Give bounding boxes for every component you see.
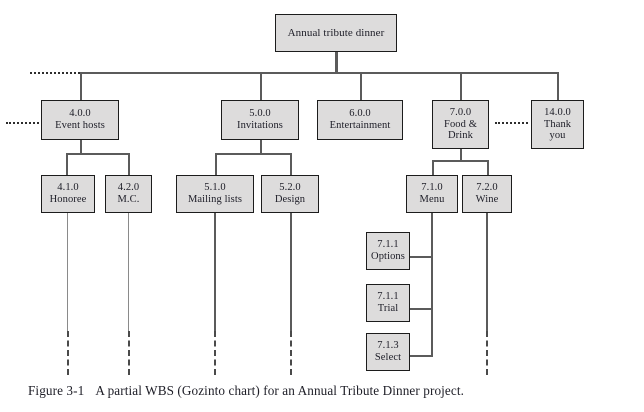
wbs-node-root-title: Annual tribute dinner [287, 26, 385, 39]
connector-bus-to-1400 [557, 72, 559, 100]
wbs-node-14-0-0[interactable]: 14.0.0 Thank you [531, 100, 584, 149]
wbs-node-14-0-0-name: Thank you [543, 118, 572, 142]
drop-line-420-dashed [128, 331, 130, 375]
connector-700-to-720 [487, 160, 489, 175]
connector-710-to-712 [408, 308, 433, 310]
wbs-node-7-1-0-name: Menu [419, 194, 445, 205]
figure-caption: Figure 3-1 A partial WBS (Gozinto chart) … [28, 383, 628, 399]
wbs-node-7-1-3-select-name: Select [374, 352, 402, 363]
wbs-node-4-0-0-name: Event hosts [55, 120, 105, 131]
wbs-node-5-1-0-code: 5.1.0 [204, 182, 226, 194]
wbs-node-7-1-1-trial[interactable]: 7.1.1 Trial [366, 284, 410, 322]
wbs-node-4-0-0-code: 4.0.0 [69, 108, 91, 120]
drop-line-410-solid [67, 213, 69, 331]
wbs-node-7-2-0[interactable]: 7.2.0 Wine [462, 175, 512, 213]
drop-line-520-solid [290, 213, 292, 331]
wbs-node-14-0-0-code: 14.0.0 [544, 106, 571, 118]
wbs-node-4-0-0[interactable]: 4.0.0 Event hosts [41, 100, 119, 140]
wbs-node-root[interactable]: Annual tribute dinner [275, 14, 397, 52]
connector-bus-to-700 [460, 72, 462, 100]
wbs-node-7-0-0-name: Food & Drink [444, 118, 477, 142]
connector-level2-bus [79, 72, 558, 74]
connector-500-to-520 [290, 153, 292, 175]
wbs-node-4-1-0-name: Honoree [49, 194, 87, 205]
wbs-node-7-1-1-options[interactable]: 7.1.1 Options [366, 232, 410, 270]
wbs-node-7-1-0-code: 7.1.0 [421, 182, 443, 194]
wbs-node-6-0-0[interactable]: 6.0.0 Entertainment [317, 100, 403, 140]
wbs-node-7-1-1-options-code: 7.1.1 [377, 239, 399, 251]
connector-710-to-713 [408, 355, 433, 357]
drop-line-510-solid [214, 213, 216, 331]
wbs-node-7-1-1-trial-code: 7.1.1 [377, 291, 399, 303]
wbs-node-7-1-1-trial-name: Trial [377, 303, 399, 314]
wbs-node-4-2-0[interactable]: 4.2.0 M.C. [105, 175, 152, 213]
wbs-node-6-0-0-code: 6.0.0 [349, 108, 371, 120]
connector-400-to-410 [66, 153, 68, 175]
wbs-node-5-0-0-name: Invitations [236, 120, 283, 131]
wbs-node-6-0-0-name: Entertainment [329, 120, 391, 131]
connector-710-spine [431, 213, 433, 356]
wbs-node-7-0-0-code: 7.0.0 [449, 106, 472, 118]
drop-line-720-solid [486, 213, 488, 331]
connector-400-to-420 [128, 153, 130, 175]
wbs-node-5-2-0-name: Design [274, 194, 306, 205]
wbs-node-5-2-0-code: 5.2.0 [279, 182, 301, 194]
connector-bus-to-500 [260, 72, 262, 100]
connector-400-bar [66, 153, 130, 155]
connector-710-to-711 [408, 256, 433, 258]
wbs-node-5-0-0-code: 5.0.0 [249, 108, 271, 120]
drop-line-410-dashed [67, 331, 69, 375]
figure-caption-text: A partial WBS (Gozinto chart) for an Ann… [95, 383, 464, 398]
drop-line-420-solid [128, 213, 130, 331]
drop-line-520-dashed [290, 331, 292, 375]
wbs-node-7-1-1-options-name: Options [371, 251, 405, 262]
wbs-node-4-2-0-name: M.C. [117, 194, 140, 205]
wbs-node-5-1-0[interactable]: 5.1.0 Mailing lists [176, 175, 254, 213]
drop-line-720-dashed [486, 331, 488, 375]
wbs-node-5-0-0[interactable]: 5.0.0 Invitations [221, 100, 299, 140]
connector-500-stem [260, 140, 262, 154]
continuation-dots-between-700-and-1400 [495, 122, 528, 124]
wbs-node-4-2-0-code: 4.2.0 [117, 182, 140, 194]
wbs-node-7-2-0-code: 7.2.0 [476, 182, 498, 194]
wbs-node-7-2-0-name: Wine [475, 194, 499, 205]
connector-bus-to-600 [360, 72, 362, 100]
connector-bus-to-400 [80, 72, 82, 100]
connector-500-to-510 [215, 153, 217, 175]
wbs-node-5-2-0[interactable]: 5.2.0 Design [261, 175, 319, 213]
figure-label: Figure 3-1 [28, 383, 85, 398]
continuation-dots-left-of-400 [6, 122, 39, 124]
wbs-node-4-1-0-code: 4.1.0 [57, 182, 79, 194]
connector-700-bar [432, 160, 489, 162]
wbs-node-7-1-0[interactable]: 7.1.0 Menu [406, 175, 458, 213]
connector-400-stem [80, 140, 82, 154]
drop-line-510-dashed [214, 331, 216, 375]
wbs-node-7-1-3-select[interactable]: 7.1.3 Select [366, 333, 410, 371]
wbs-node-7-1-3-select-code: 7.1.3 [377, 340, 399, 352]
connector-root-stem [335, 52, 338, 73]
wbs-node-5-1-0-name: Mailing lists [187, 194, 243, 205]
connector-500-bar [215, 153, 292, 155]
connector-700-to-710 [432, 160, 434, 175]
wbs-node-7-0-0[interactable]: 7.0.0 Food & Drink [432, 100, 489, 149]
connector-700-stem [460, 149, 462, 161]
wbs-node-4-1-0[interactable]: 4.1.0 Honoree [41, 175, 95, 213]
continuation-dots-bus-left [30, 72, 80, 74]
